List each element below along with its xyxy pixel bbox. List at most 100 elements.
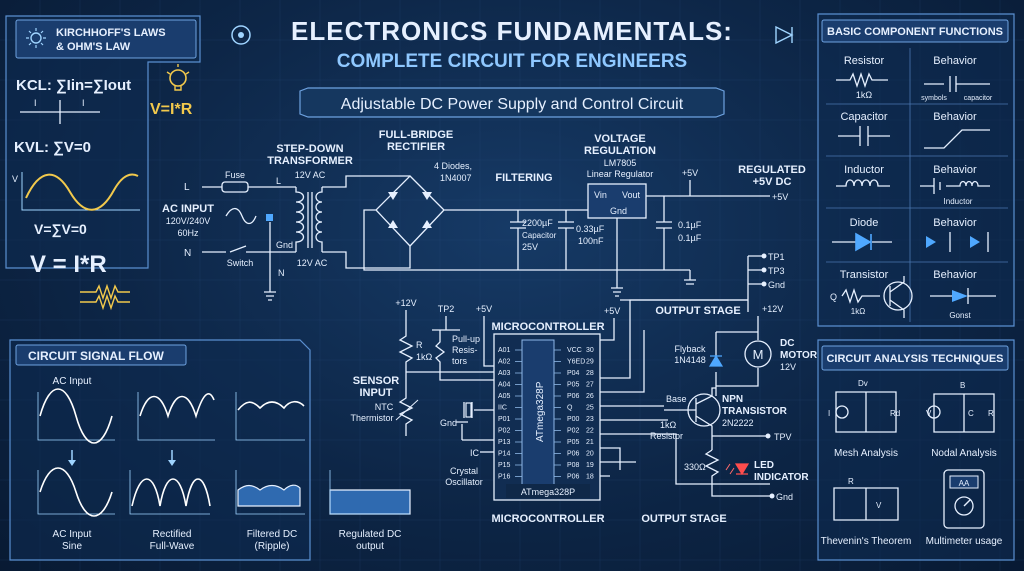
laws-header-line2: & OHM'S LAW [56,41,131,53]
output-cap-2: 0.1µF [678,233,702,243]
component-inductor-label: Inductor [844,164,884,176]
ac-input-label: AC INPUT [162,203,214,215]
regulated-label-2: +5V DC [753,176,792,188]
ohm-law-small: V=I*R [150,101,193,118]
mcu-pin-number: 25 [586,405,594,412]
mesh-d-label: Dv [858,379,868,388]
motor-label-3: 12V [780,362,796,372]
tpv-label: TPV [774,432,792,442]
mcu-pin-number: 20 [586,451,594,458]
components-header: BASIC COMPONENT FUNCTIONS [827,26,1003,38]
output-stage-top: OUTPUT STAGE [655,305,740,317]
pullup-resistors [406,316,494,381]
mcu-pins: A01A02A03A04A05IICP01P02P13P14P15P16VCCY… [498,347,594,481]
capacitor-small-label: capacitor [964,95,993,102]
npn-leads [664,387,716,450]
flow-label-regulated: Regulated DC [339,529,402,540]
signal-flow-panel: CIRCUIT SIGNAL FLOW AC Input AC Input Si… [9,339,411,561]
flow-label-ripple: (Ripple) [254,541,289,552]
flow-top-axes [37,392,305,441]
transistor-behavior-graphic [952,290,968,302]
mcu-gnd-label: Gnd [440,418,457,428]
sun-icon [26,28,46,48]
transformer-l-label: L [276,176,281,186]
tp3-label: TP3 [768,266,785,276]
transformer-n-label: N [278,268,285,278]
mcu-pin-number: 29 [586,359,594,366]
kvl-wave [25,173,139,211]
output-gnd-dot [769,493,775,499]
mcu-pin-right-label: P05 [567,382,580,389]
mcu-pin-left-label: P15 [498,462,511,469]
flow-ac-input-label: AC Input [53,376,92,387]
npn-label-1: NPN [722,394,743,405]
filter-cap-value: 2200µF [522,218,553,228]
mesh-source [835,405,849,419]
banner-text: Adjustable DC Power Supply and Control C… [341,96,684,113]
regulator-vin: Vin [594,190,607,200]
component-resistor-label: Resistor [844,55,885,67]
ac-input-frequency: 60Hz [177,228,199,238]
sensor-divider [398,310,414,436]
diode-behavior-lines [949,232,989,252]
rectifier-diodes: 4 Diodes, [434,161,472,171]
pullup-label-2: Resis- [452,345,478,355]
base-resistor-value: 1kΩ [660,420,677,430]
transistor-leads [889,276,905,318]
transformer-12v-top: 12V AC [295,170,326,180]
filter-cap-type: Capacitor [522,231,557,240]
symbols-label: symbols [921,95,947,102]
mcu-pin-left-label: IIC [498,405,507,412]
regulator-gnd: Gnd [610,206,627,216]
mesh-analysis-label: Mesh Analysis [834,448,898,459]
mcu-pin-left-label: A01 [498,347,511,354]
mcu-pin-left-label: A02 [498,359,511,366]
laws-header-line1: KIRCHHOFF'S LAWS [56,27,166,39]
power-supply-circuit: AC INPUT 120V/240V 60Hz L N Fuse Switch … [162,129,818,525]
npn-label-2: TRANSISTOR [722,406,788,417]
flow-wave-ripple-top [237,400,305,411]
multimeter-display: AA [959,479,970,488]
motor-m-label: M [753,347,764,362]
capacitor-behavior: Behavior [933,111,977,123]
regulator-vout: Vout [622,190,641,200]
oscillator-label: Oscillator [445,477,483,487]
flyback-part: 1N4148 [674,355,706,365]
flyback-label: Flyback [674,344,706,354]
mcu-pin-right-label: Q [567,405,573,412]
regulator-chip [587,183,647,219]
regulator-wires [611,195,770,297]
mcu-pin-right-label: P06 [567,474,580,481]
inductor-behavior: Behavior [933,164,977,176]
motor-wires [715,316,759,396]
chip-label-box [506,484,590,498]
mcu-pin-right-label: P04 [567,370,580,377]
thevenin-label: Thevenin's Theorem [821,536,912,547]
led-label-2: INDICATOR [754,472,809,483]
mcu-pin-number: 21 [586,439,594,446]
npn-part: 2N2222 [722,418,754,428]
base-resistor-label: Resistor [650,431,683,441]
flow-regulated-axes [329,470,410,515]
sensor-label-2: INPUT [360,387,393,399]
resistor-value: 1kΩ [856,90,873,100]
mcu-pin-right-label: P06 [567,393,580,400]
ground-terminal [266,214,273,221]
inductor-behavior-graphic [920,178,990,194]
component-diode-label: Diode [850,217,879,229]
led-resistor-value: 330Ω [684,462,706,472]
tp3-dot [761,267,767,273]
tp-gnd-dot [761,281,767,287]
tp1-label: TP1 [768,252,785,262]
transistor-behavior: Behavior [933,269,977,281]
sensor-plus12v: +12V [395,298,416,308]
regulator-type: Linear Regulator [587,169,654,179]
filter-cap-voltage: 25V [522,242,538,252]
diode-symbol-icon [775,25,794,45]
bypass-cap-value: 0.33µF [576,224,605,234]
mcu-pin-number: 23 [586,416,594,423]
output-cap-1: 0.1µF [678,220,702,230]
mcu-title: MICROCONTROLLER [491,321,604,333]
thevenin-graphic [833,487,899,521]
ohm-law-large: V = I*R [30,251,107,278]
